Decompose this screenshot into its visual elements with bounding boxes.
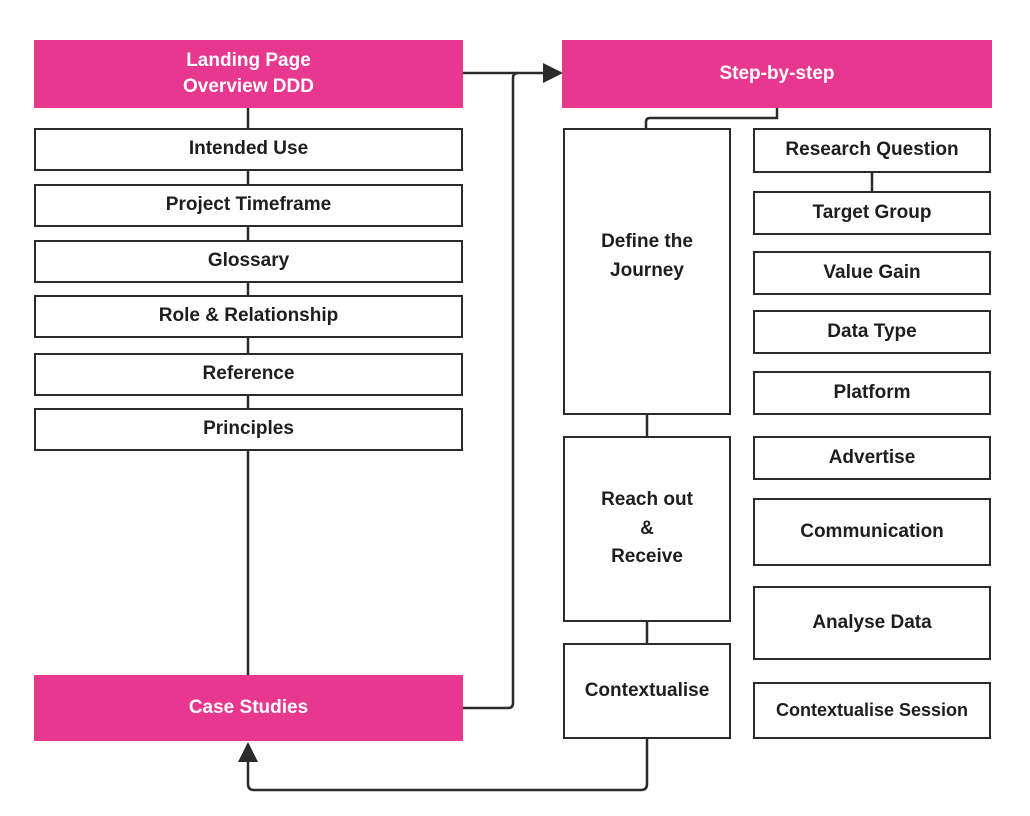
step-label: Value Gain [823, 261, 921, 283]
casestudies-to-stepbystep-line [463, 71, 519, 710]
left-item-label: Principles [203, 418, 294, 440]
case-studies-box[interactable]: Case Studies [34, 675, 463, 741]
step-label: Analyse Data [812, 611, 932, 633]
step-advertise[interactable]: Advertise [753, 436, 991, 480]
step-label: Platform [833, 381, 911, 403]
left-item-principles[interactable]: Principles [34, 408, 463, 451]
left-item-label: Reference [202, 363, 295, 385]
stepbystep-to-phases-line [644, 108, 779, 128]
step-value-gain[interactable]: Value Gain [753, 251, 991, 295]
phase-label: Define the Journey [601, 231, 693, 281]
left-item-role-relationship[interactable]: Role & Relationship [34, 295, 463, 338]
contextualise-to-casestudies-arrow [238, 739, 649, 792]
step-label: Contextualise Session [775, 700, 969, 720]
left-item-label: Project Timeframe [165, 194, 332, 216]
step-target-group[interactable]: Target Group [753, 191, 991, 235]
step-by-step-label: Step-by-step [719, 63, 835, 85]
step-label: Research Question [785, 139, 959, 161]
left-item-label: Glossary [207, 250, 290, 272]
phase-reach-out-receive[interactable]: Reach out & Receive [563, 436, 731, 622]
case-studies-label: Case Studies [188, 697, 309, 719]
step-research-question[interactable]: Research Question [753, 128, 991, 173]
phase-define-journey[interactable]: Define the Journey [563, 128, 731, 415]
step-communication[interactable]: Communication [753, 498, 991, 566]
step-label: Communication [800, 520, 944, 542]
step-contextualise-session[interactable]: Contextualise Session [753, 682, 991, 739]
step-platform[interactable]: Platform [753, 371, 991, 415]
phase-label: Reach out & Receive [601, 489, 693, 568]
step-label: Target Group [812, 201, 932, 223]
left-item-label: Role & Relationship [158, 305, 339, 327]
step-label: Data Type [827, 320, 917, 342]
landing-page-header-label: Landing Page Overview DDD [183, 50, 314, 97]
phase-label: Contextualise [584, 679, 710, 701]
left-item-glossary[interactable]: Glossary [34, 240, 463, 283]
left-item-label: Intended Use [188, 138, 309, 160]
step-label: Advertise [828, 446, 916, 468]
left-item-intended-use[interactable]: Intended Use [34, 128, 463, 171]
left-item-project-timeframe[interactable]: Project Timeframe [34, 184, 463, 227]
step-by-step-header[interactable]: Step-by-step [562, 40, 992, 108]
step-data-type[interactable]: Data Type [753, 310, 991, 354]
step-analyse-data[interactable]: Analyse Data [753, 586, 991, 660]
phase-contextualise[interactable]: Contextualise [563, 643, 731, 739]
left-item-reference[interactable]: Reference [34, 353, 463, 396]
landing-page-header[interactable]: Landing Page Overview DDD [34, 40, 463, 108]
